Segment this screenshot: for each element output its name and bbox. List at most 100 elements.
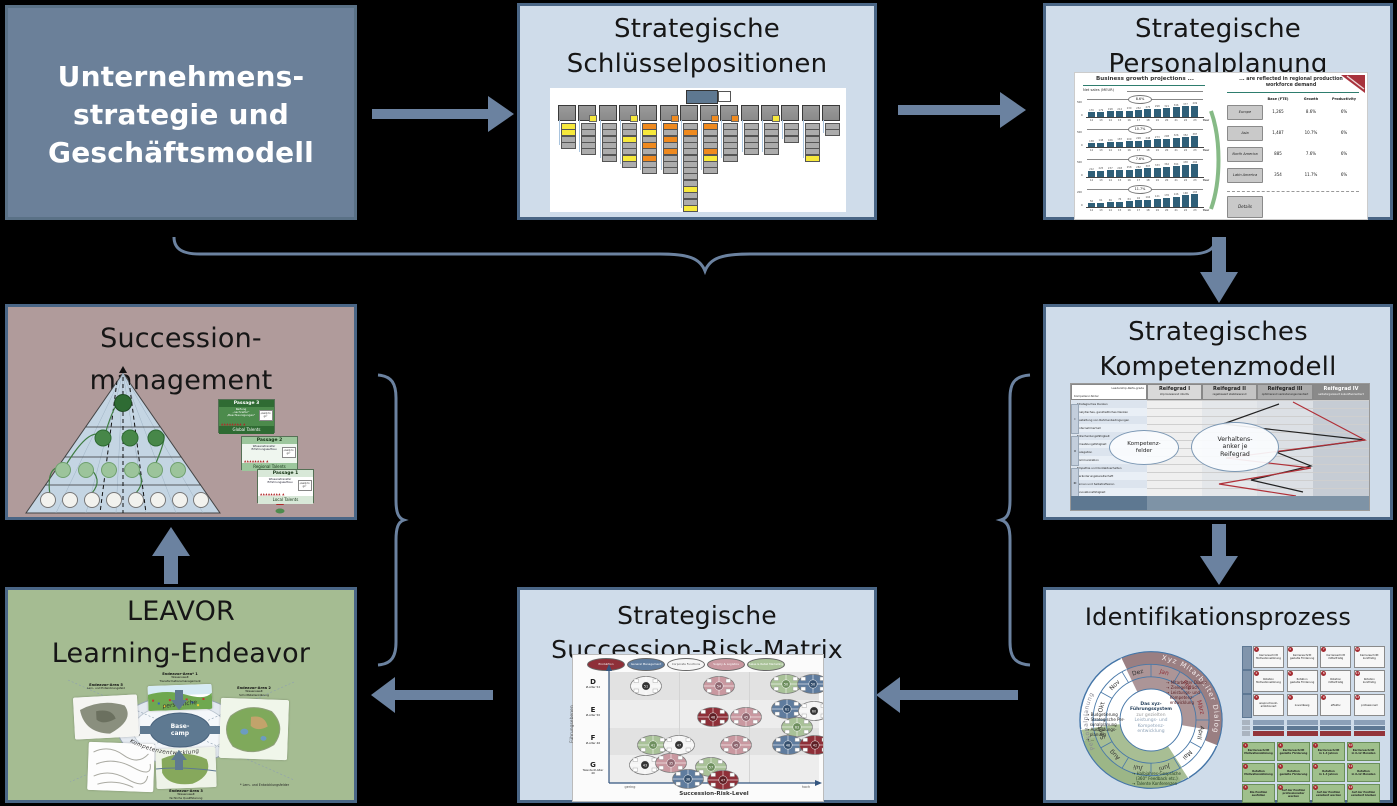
arrow-leavor-to-succession [152, 527, 190, 584]
risk-bubble: 42 [799, 735, 823, 755]
org-connector-line [640, 120, 642, 171]
cell-growth: 10.7% [1304, 130, 1318, 135]
arrow-toprow-to-competence [1200, 237, 1238, 303]
talents-label: Local Talents [258, 496, 313, 504]
bullet-line: → ... [1086, 737, 1095, 742]
card-number-badge: 2 [1254, 671, 1259, 677]
cell-productivity: 6% [1340, 172, 1348, 177]
wheel-spoke [1189, 741, 1202, 749]
org-node [804, 154, 820, 162]
org-node [764, 148, 779, 156]
decor [675, 771, 681, 776]
decor [819, 686, 823, 691]
risk-bubble: 35 [655, 753, 687, 773]
km-hairline [1147, 472, 1369, 473]
org-node [743, 148, 759, 156]
box-unternehmensstrategie: Unternehmens- strategie und Geschäftsmod… [5, 5, 357, 220]
risk-bubble: 50 [797, 674, 823, 694]
card-number-badge: 11 [1348, 764, 1353, 769]
decor [783, 740, 793, 750]
bubble-number: 57 [709, 765, 713, 769]
wheel-center-line: Leistungs- und [1134, 718, 1168, 724]
bullet-line: → Mitarbeiter Dialog [1166, 680, 1207, 685]
risk-matrix-thumbnail: Führungsebenen Succession-Risk-Level Pro… [570, 654, 824, 802]
risk-bubble: 61 [771, 699, 803, 719]
decor [729, 782, 735, 787]
month-label: Okt [1097, 701, 1107, 714]
decor [752, 709, 758, 714]
growth-bar-value: 148 [1098, 139, 1104, 143]
legend-talent-ellipse [275, 508, 285, 514]
decor [802, 747, 808, 752]
km-bottom-band-label [1071, 496, 1147, 510]
km-row-label: Strategisches Denken [1077, 402, 1108, 406]
basecamp-label-line2: camp [171, 730, 190, 737]
ready-triangles: ▲▲▲▲▲▲▲▲ ▲ [244, 459, 269, 463]
strategy-title-line1: Unternehmens- [57, 60, 305, 93]
decor [774, 701, 780, 706]
decor [719, 719, 725, 724]
decor [821, 737, 823, 742]
growth-year-tick: 19 [1155, 208, 1159, 212]
growth-year-tick: 19 [1155, 178, 1159, 182]
org-connector-line [802, 120, 804, 158]
km-row-band [1071, 432, 1147, 440]
km-hairline [1147, 488, 1369, 489]
growth-year-label: Year [1202, 148, 1210, 152]
month-label: Juli [1132, 763, 1144, 772]
decor [742, 747, 748, 752]
basecamp-label-line1: Base- [171, 723, 190, 730]
growth-bar [1116, 141, 1124, 147]
growth-bar-value: 104 [1145, 196, 1151, 200]
growth-year-tick: 13 [1099, 118, 1103, 122]
axis-chip [1353, 720, 1385, 725]
risk-bubble: 41 [637, 735, 669, 755]
km-row-band [1071, 448, 1147, 456]
decor [742, 737, 748, 742]
growth-bar-value: 248 [1117, 166, 1123, 170]
org-node [723, 154, 739, 162]
card-number-badge: 9 [1321, 695, 1327, 701]
ready-triangles: ▲▲▲▲▲▲▲▲ ▲ [260, 492, 285, 496]
growth-year-label: Year [1202, 118, 1210, 122]
growth-year-tick: 19 [1155, 148, 1159, 152]
growth-bar-value: 138 [1089, 139, 1094, 143]
growth-bar-value: 146 [1173, 193, 1179, 197]
cell-base: 1,487 [1272, 130, 1284, 135]
card-number-badge: 3 [1254, 695, 1259, 701]
org-connector-line [559, 120, 560, 146]
growth-year-label: Year [1202, 208, 1210, 212]
growth-bar-value: 409 [1192, 102, 1198, 106]
matrix-x-arrow [815, 780, 822, 786]
growth-bar [1191, 194, 1199, 207]
decor [731, 740, 741, 750]
decor [803, 729, 809, 734]
org-node [601, 154, 617, 162]
growth-bar-value: 248 [1145, 136, 1151, 140]
growth-bar-value: 135 [1164, 194, 1170, 198]
growth-bar [1125, 110, 1133, 117]
decor [802, 737, 808, 742]
growth-bar [1191, 136, 1199, 147]
growth-bar-value: 179 [1098, 108, 1104, 112]
growth-year-tick: 18 [1146, 148, 1150, 152]
decor [820, 713, 823, 718]
km-row-label: Empathie und Kontaktverhalten [1077, 466, 1122, 470]
growth-bar [1182, 106, 1189, 117]
km-row-label: Analytisches, ganzheitliches Denken [1077, 410, 1129, 414]
axis-chip [1242, 725, 1250, 731]
growth-year-label: Year [1202, 178, 1210, 182]
net-sales-label: Net sales (MEUR) [1083, 88, 1115, 92]
km-row-label: Lernen und Selbstreflexion [1077, 482, 1115, 486]
succession-title-line1: Succession- [100, 323, 262, 354]
growth-year-tick: 20 [1165, 148, 1169, 152]
axis-chip [1320, 725, 1352, 731]
decor [810, 740, 820, 750]
leavor-footnote: * Lern- und Entwicklungsfelder [240, 783, 290, 787]
growth-year-tick: 12 [1089, 148, 1094, 152]
